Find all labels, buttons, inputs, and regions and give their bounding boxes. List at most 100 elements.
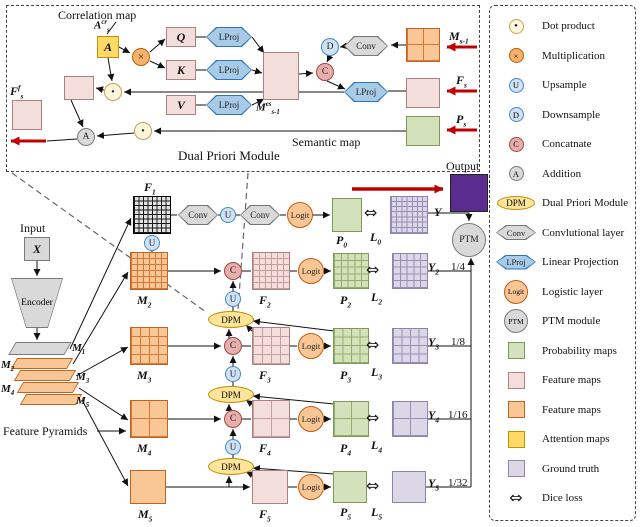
concat-icon-row2: C — [224, 262, 242, 280]
y2-label: Y2 — [428, 260, 440, 277]
attention-map-icon — [507, 430, 525, 448]
p3-label: P3 — [340, 368, 352, 385]
p2-label: P2 — [340, 293, 352, 310]
upsample-icon-row4: U — [225, 439, 241, 455]
upsample-icon-row2: U — [225, 291, 241, 307]
correlation-map-label: Correlation map — [58, 8, 137, 22]
m4-label: M4 — [137, 441, 152, 458]
legend-item: Probability maps — [494, 338, 631, 364]
multiplication-icon: × — [508, 48, 524, 63]
m2-label: M2 — [137, 293, 152, 310]
conv-hexagon-1: Conv — [178, 205, 218, 225]
f2-feature-grid — [252, 252, 290, 290]
m3-pyramid-layer — [13, 370, 77, 381]
ptm-icon: PTM — [452, 223, 486, 257]
legend-item: Attention maps — [494, 426, 631, 452]
l0-label: L0 — [370, 230, 382, 247]
f1-feature-grid — [133, 196, 171, 234]
m-es-label: Mess-1 — [256, 101, 280, 116]
logit-icon-row5: Logit — [298, 474, 324, 500]
m2-feature-grid — [130, 252, 168, 290]
probability-map-icon — [507, 342, 525, 359]
l2-label: L2 — [371, 290, 383, 307]
m5-pyramid-label: M5 — [76, 395, 90, 410]
legend-item: Feature maps — [494, 367, 631, 393]
logit-icon-row2: Logit — [298, 258, 324, 284]
concatenate-icon: C — [508, 136, 524, 152]
m5-feature-box — [130, 470, 166, 504]
m3-feature-grid — [130, 327, 168, 365]
m-prev-feature-grid — [406, 28, 440, 62]
dpm-icon: DPM — [497, 196, 535, 210]
p-input-box — [406, 116, 440, 146]
f-input-label: Fs — [456, 73, 467, 90]
y2-ground-truth-grid — [392, 253, 428, 289]
f2-label: F2 — [259, 293, 271, 310]
query-box: Q — [166, 27, 196, 47]
y5-ground-truth-box — [392, 471, 426, 503]
logit-icon: Logit — [504, 279, 528, 304]
dot-product-icon: · — [508, 18, 524, 34]
p5-label: P5 — [340, 505, 352, 522]
dot-product-icon-1: · — [104, 83, 122, 101]
addition-icon: A — [77, 128, 95, 146]
dpm-icon-row2: DPM — [208, 311, 254, 328]
dice-loss-icon-row4: ⇔ — [366, 408, 380, 427]
lproj-hexagon-v: LProj — [206, 95, 252, 115]
input-label: Input — [20, 221, 46, 235]
legend-item: ⇔Dice loss — [509, 488, 583, 507]
multiplication-icon: × — [132, 48, 150, 66]
m3-pyramid-label: M3 — [76, 371, 90, 386]
upsample-icon-m2: U — [144, 235, 160, 251]
m3-label: M3 — [137, 368, 152, 385]
f3-label: F3 — [259, 368, 271, 385]
y-ground-truth-grid — [390, 196, 428, 234]
ptm-icon: PTM — [504, 309, 528, 333]
dice-loss-icon-row5: ⇔ — [366, 476, 380, 495]
red-arrows — [10, 42, 477, 194]
attention-output-box — [263, 52, 299, 100]
attention-map-label: Acrs — [94, 19, 110, 34]
f1-label: F1 — [144, 180, 156, 197]
l5-label: L5 — [371, 505, 383, 522]
lproj-hexagon-q: LProj — [206, 27, 252, 47]
scale-fraction-row3: 1/8 — [451, 336, 466, 348]
p0-label: P0 — [336, 233, 348, 250]
legend-item: Ground truth — [494, 456, 631, 482]
f5-feature-box — [252, 470, 288, 504]
lproj-hexagon-k: LProj — [206, 60, 252, 80]
m2-pyramid-layer — [10, 358, 74, 369]
m-prev-input-label: Ms-1 — [449, 29, 469, 46]
m2-pyramid-label: M2 — [1, 359, 15, 374]
p5-probability-box — [333, 471, 367, 503]
f3-feature-grid — [252, 327, 290, 365]
m1-pyramid-layer — [8, 342, 72, 355]
y4-label: Y4 — [428, 408, 440, 425]
conv-icon: Conv — [496, 225, 536, 240]
p0-probability-box — [332, 198, 362, 232]
upsample-icon-row3: U — [225, 366, 241, 382]
attention-a-box: A — [97, 36, 119, 58]
output-label: Output — [446, 159, 480, 173]
f-fused-box — [12, 100, 42, 130]
ground-truth-icon — [507, 460, 525, 477]
pipeline-wires — [33, 211, 475, 491]
dpm-icon-row3: DPM — [208, 386, 254, 403]
y3-ground-truth-grid — [392, 328, 428, 364]
dice-loss-icon-row2: ⇔ — [366, 260, 380, 279]
value-box: V — [166, 95, 196, 115]
scale-fraction-row5: 1/32 — [448, 477, 468, 489]
f4-feature-grid — [252, 400, 290, 438]
p4-label: P4 — [340, 441, 352, 458]
concat-icon-row3: C — [224, 337, 242, 355]
encoder-trapezoid: Encoder — [11, 278, 63, 328]
conv-hexagon-dpm: Conv — [344, 36, 388, 56]
